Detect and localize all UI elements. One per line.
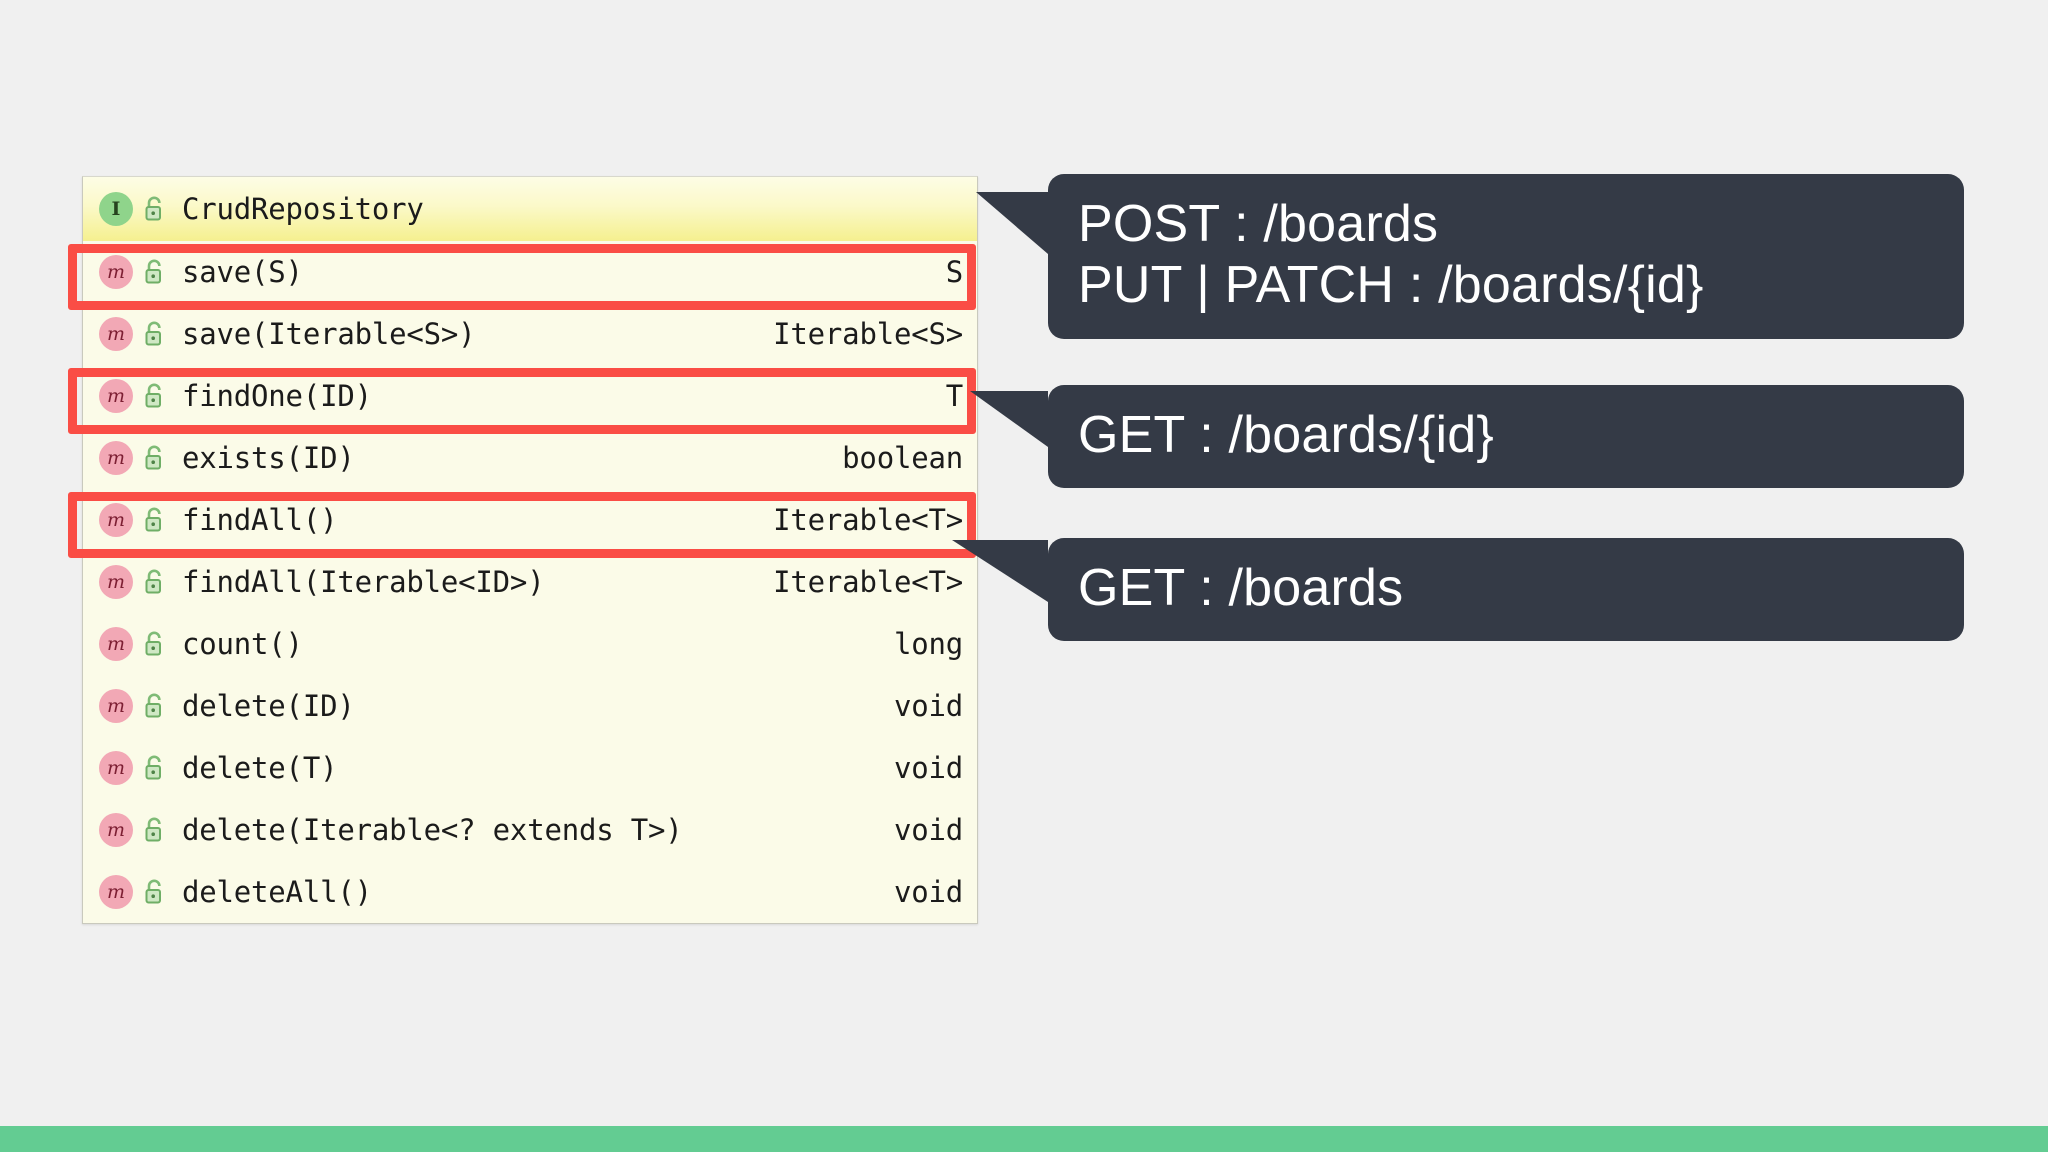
interface-icon: I: [99, 192, 133, 226]
member-signature: delete(T): [182, 751, 338, 785]
method-icon: m: [99, 751, 133, 785]
method-icon: m: [99, 503, 133, 537]
member-return-type: boolean: [842, 441, 963, 475]
method-icon: m: [99, 255, 133, 289]
unlocked-padlock-icon: [142, 443, 168, 473]
member-row[interactable]: m save(Iterable<S>) Iterable<S>: [83, 303, 977, 365]
member-signature: delete(ID): [182, 689, 355, 723]
member-signature: save(S): [182, 255, 303, 289]
unlocked-padlock-icon: [142, 194, 168, 224]
method-icon: m: [99, 317, 133, 351]
unlocked-padlock-icon: [142, 567, 168, 597]
method-icon: m: [99, 441, 133, 475]
member-signature: exists(ID): [182, 441, 355, 475]
member-row[interactable]: m findOne(ID) T: [83, 365, 977, 427]
member-signature: findAll(): [182, 503, 338, 537]
unlocked-padlock-icon: [142, 257, 168, 287]
method-icon: m: [99, 875, 133, 909]
member-return-type: long: [893, 627, 963, 661]
callout-tail-icon: [976, 192, 1048, 254]
member-signature: delete(Iterable<? extends T>): [182, 813, 683, 847]
callout-line: POST : /boards: [1078, 195, 1439, 253]
unlocked-padlock-icon: [142, 319, 168, 349]
callout-line: GET : /boards/{id}: [1078, 406, 1494, 464]
structure-header-row[interactable]: I CrudRepository: [83, 177, 977, 241]
unlocked-padlock-icon: [142, 815, 168, 845]
member-row[interactable]: m save(S) S: [83, 241, 977, 303]
unlocked-padlock-icon: [142, 629, 168, 659]
callout-get-boards: GET : /boards: [952, 538, 1964, 642]
member-row[interactable]: m exists(ID) boolean: [83, 427, 977, 489]
unlocked-padlock-icon: [142, 505, 168, 535]
member-return-type: T: [945, 379, 963, 413]
member-row[interactable]: m delete(Iterable<? extends T>) void: [83, 799, 977, 861]
structure-header-label: CrudRepository: [182, 192, 424, 226]
member-row[interactable]: m deleteAll() void: [83, 861, 977, 923]
member-row[interactable]: m delete(ID) void: [83, 675, 977, 737]
method-icon: m: [99, 565, 133, 599]
footer-accent-bar: [0, 1126, 2048, 1152]
member-return-type: void: [893, 875, 963, 909]
member-row[interactable]: m findAll() Iterable<T>: [83, 489, 977, 551]
callout-line: GET : /boards: [1078, 559, 1404, 617]
unlocked-padlock-icon: [142, 381, 168, 411]
member-row[interactable]: m count() long: [83, 613, 977, 675]
member-signature: deleteAll(): [182, 875, 372, 909]
member-return-type: Iterable<S>: [773, 317, 963, 351]
member-return-type: void: [893, 751, 963, 785]
callout-post-boards: POST : /boards PUT | PATCH : /boards/{id…: [976, 174, 1964, 339]
method-icon: m: [99, 627, 133, 661]
member-return-type: Iterable<T>: [773, 565, 963, 599]
member-signature: findAll(Iterable<ID>): [182, 565, 545, 599]
member-return-type: void: [893, 813, 963, 847]
member-row[interactable]: m findAll(Iterable<ID>) Iterable<T>: [83, 551, 977, 613]
unlocked-padlock-icon: [142, 691, 168, 721]
member-return-type: void: [893, 689, 963, 723]
member-row[interactable]: m delete(T) void: [83, 737, 977, 799]
unlocked-padlock-icon: [142, 877, 168, 907]
callout-line: PUT | PATCH : /boards/{id}: [1078, 256, 1704, 315]
unlocked-padlock-icon: [142, 753, 168, 783]
method-icon: m: [99, 689, 133, 723]
member-signature: findOne(ID): [182, 379, 372, 413]
member-return-type: S: [945, 255, 963, 289]
member-return-type: Iterable<T>: [773, 503, 963, 537]
callout-tail-icon: [952, 540, 1048, 602]
method-icon: m: [99, 379, 133, 413]
callout-get-boards-id: GET : /boards/{id}: [970, 385, 1964, 489]
member-signature: save(Iterable<S>): [182, 317, 476, 351]
callout-tail-icon: [970, 391, 1048, 447]
method-icon: m: [99, 813, 133, 847]
member-signature: count(): [182, 627, 303, 661]
